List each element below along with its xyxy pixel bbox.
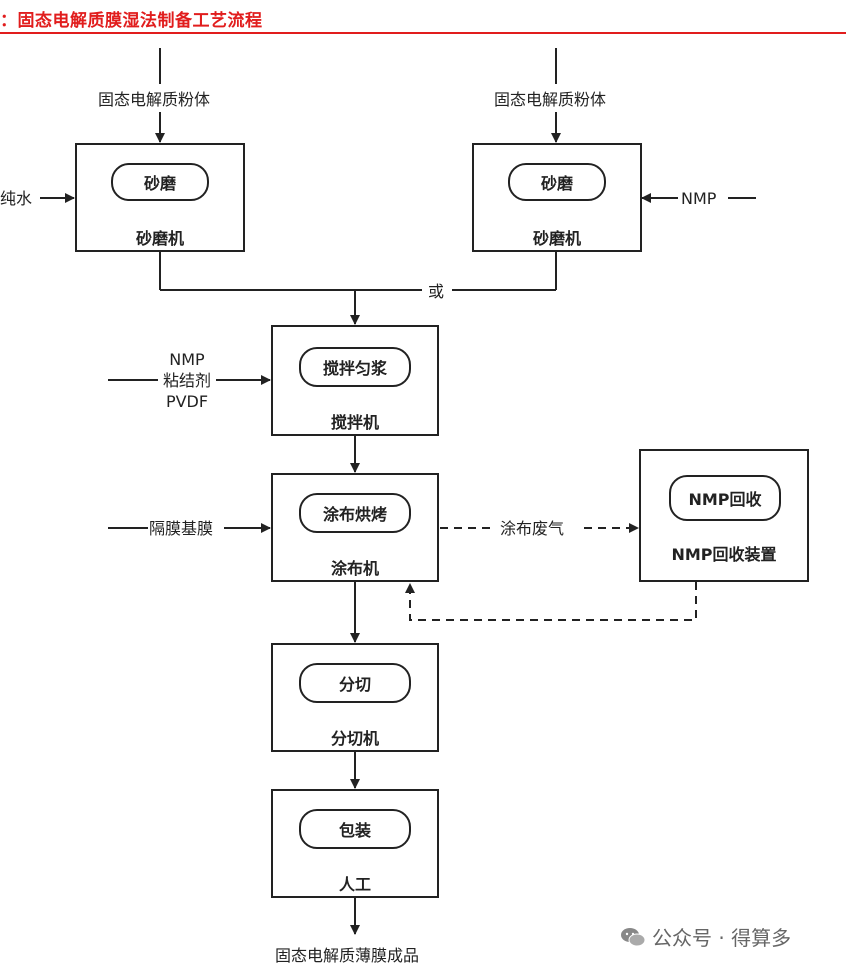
box-mixer: 搅拌匀浆 搅拌机 xyxy=(271,325,439,436)
label-waste-gas: 涂布废气 xyxy=(500,519,565,538)
watermark: 公众号 · 得算多 xyxy=(620,922,791,951)
box-slitter: 分切 分切机 xyxy=(271,643,439,752)
machine-coat: 涂布机 xyxy=(330,559,379,578)
machine-pack: 人工 xyxy=(338,875,371,894)
pill-coat: 涂布烘烤 xyxy=(299,493,411,533)
arrow-nmp-return xyxy=(405,582,697,621)
label-nmp-right: NMP xyxy=(681,189,717,208)
title-rule xyxy=(0,32,846,34)
label-powder-left: 固态电解质粉体 xyxy=(98,90,211,109)
machine-mix: 搅拌机 xyxy=(330,413,379,432)
pill-grind-left: 砂磨 xyxy=(111,163,209,201)
diagram-title: ：固态电解质膜湿法制备工艺流程 xyxy=(0,11,263,31)
label-mix-input-2: 粘结剂 xyxy=(162,371,211,390)
label-pure-water: 纯水 xyxy=(0,189,33,208)
pill-pack: 包装 xyxy=(299,809,411,849)
box-nmp-recovery: NMP回收 NMP回收装置 xyxy=(639,449,809,582)
box-grinder-left: 砂磨 砂磨机 xyxy=(75,143,245,252)
label-powder-right: 固态电解质粉体 xyxy=(494,90,607,109)
label-separator: 隔膜基膜 xyxy=(149,519,214,538)
box-grinder-right: 砂磨 砂磨机 xyxy=(472,143,642,252)
box-coater: 涂布烘烤 涂布机 xyxy=(271,473,439,582)
machine-recovery: NMP回收装置 xyxy=(671,545,777,564)
label-mix-input-3: PVDF xyxy=(165,392,209,411)
pill-grind-right: 砂磨 xyxy=(508,163,606,201)
watermark-text: 公众号 · 得算多 xyxy=(652,926,792,950)
machine-grind-left: 砂磨机 xyxy=(135,229,184,248)
wechat-icon xyxy=(621,927,646,946)
machine-grind-right: 砂磨机 xyxy=(532,229,581,248)
label-output: 固态电解质薄膜成品 xyxy=(275,946,420,965)
pill-mix: 搅拌匀浆 xyxy=(299,347,411,387)
label-mix-input-1: NMP xyxy=(169,350,205,369)
label-or: 或 xyxy=(424,282,449,301)
pill-recovery: NMP回收 xyxy=(669,475,781,521)
box-packing: 包装 人工 xyxy=(271,789,439,898)
pill-slit: 分切 xyxy=(299,663,411,703)
machine-slit: 分切机 xyxy=(330,729,379,748)
